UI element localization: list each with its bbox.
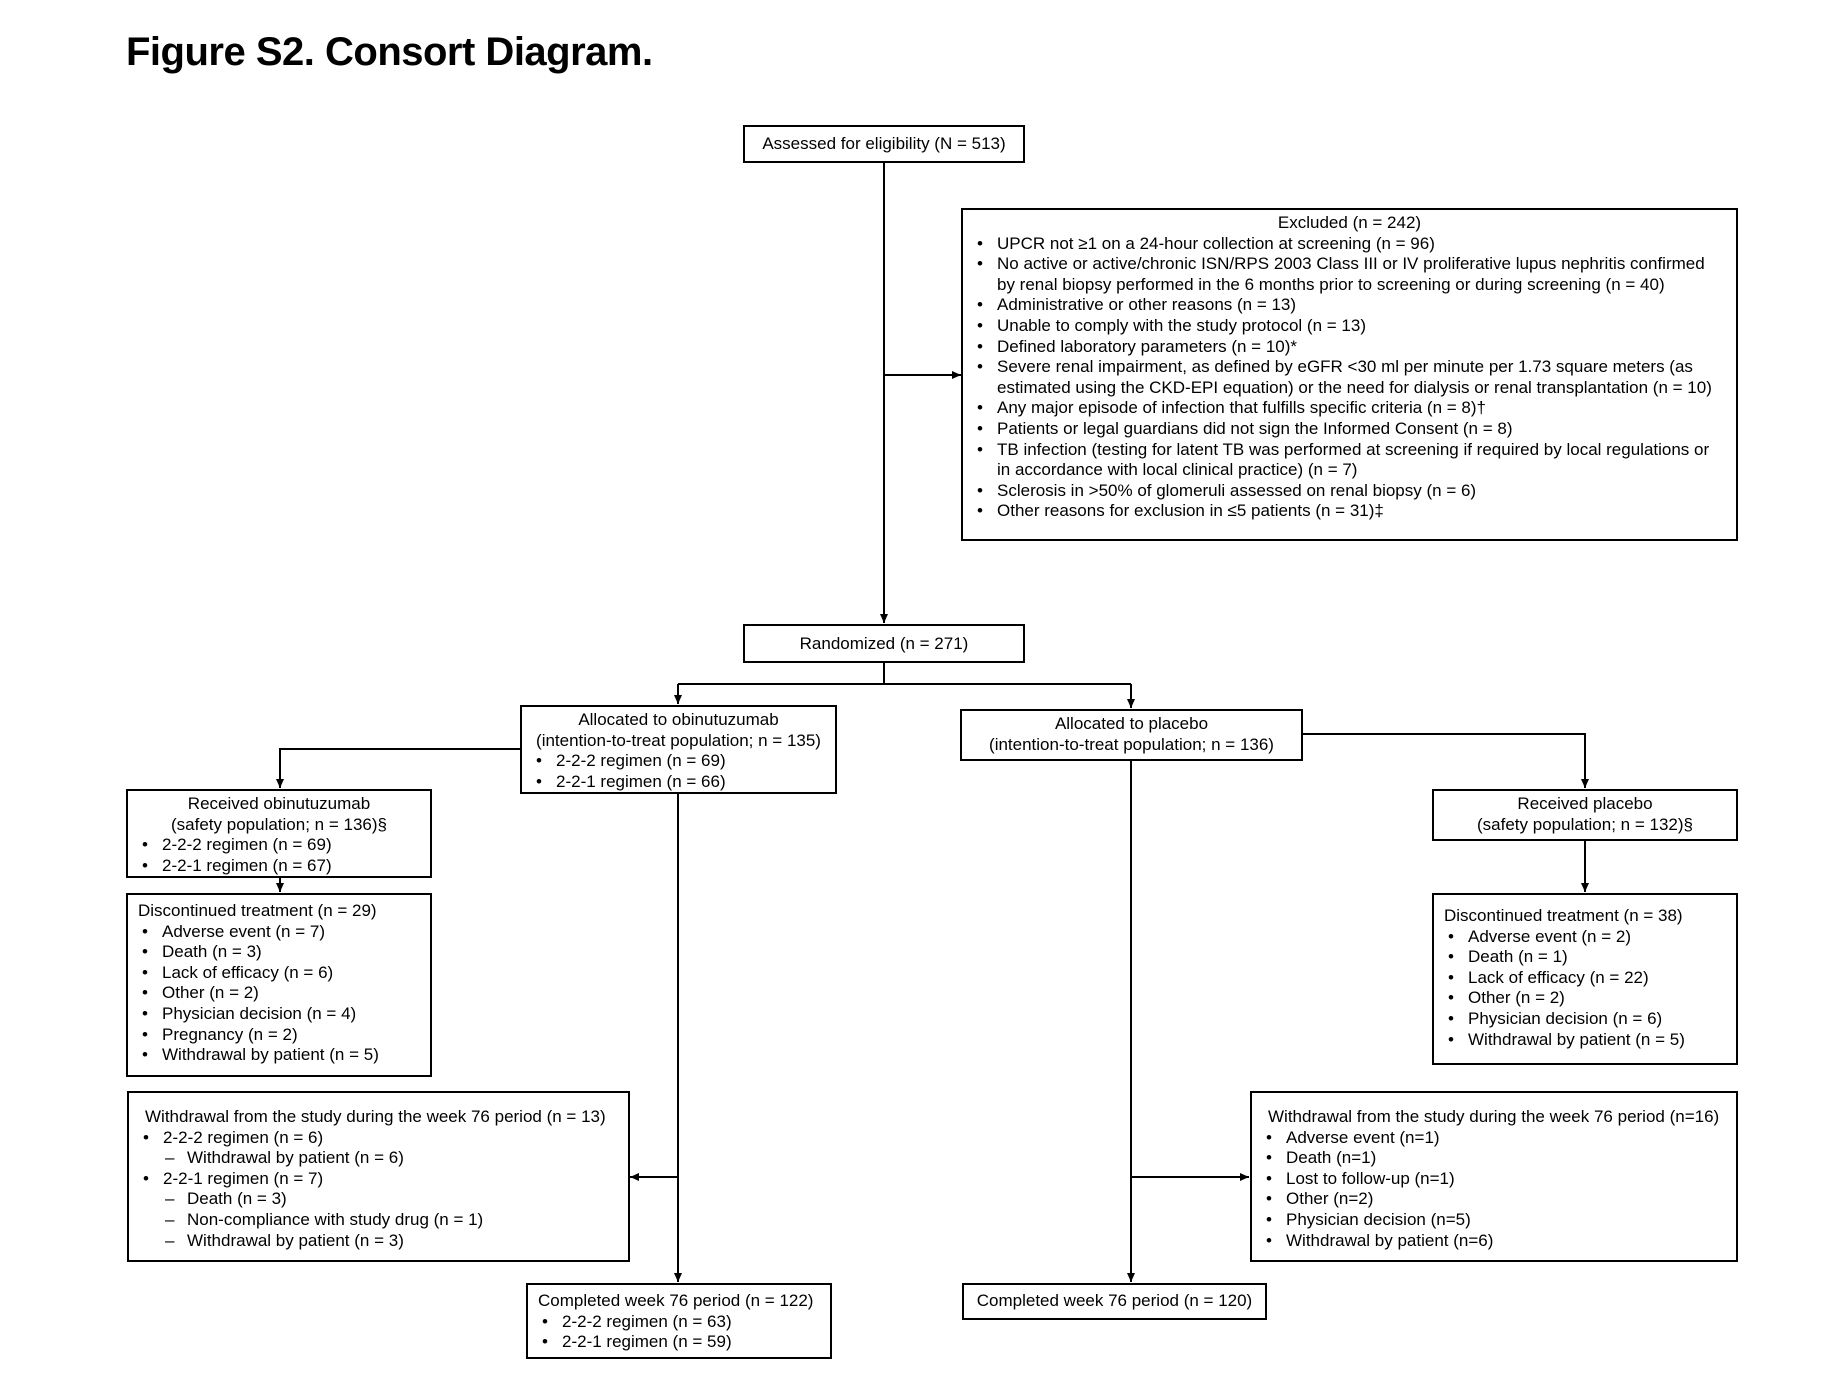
recv-pla-line: (safety population; n = 132)§ xyxy=(1477,814,1693,834)
disc-pla-list: Adverse event (n = 2) Death (n = 1) Lack… xyxy=(1444,927,1726,1051)
recv-obi-item: 2-2-1 regimen (n = 67) xyxy=(138,856,420,877)
recv-pla-line: Received placebo xyxy=(1517,794,1653,813)
allocated-placebo-box: Allocated to placebo (intention-to-treat… xyxy=(960,709,1303,761)
with-obi-subitem: Withdrawal by patient (n = 6) xyxy=(139,1148,618,1169)
with-pla-item: Withdrawal by patient (n=6) xyxy=(1262,1231,1726,1252)
disc-obi-item: Withdrawal by patient (n = 5) xyxy=(138,1045,420,1066)
disc-obi-item: Physician decision (n = 4) xyxy=(138,1004,420,1025)
with-obi-item: 2-2-2 regimen (n = 6) xyxy=(139,1128,618,1149)
excluded-item: Administrative or other reasons (n = 13) xyxy=(973,295,1726,316)
disc-obi-header: Discontinued treatment (n = 29) xyxy=(138,901,377,920)
connector-alloc-recv-obi xyxy=(276,748,520,788)
with-obi-item: 2-2-1 regimen (n = 7) xyxy=(139,1169,618,1190)
with-pla-list: Adverse event (n=1) Death (n=1) Lost to … xyxy=(1262,1128,1726,1252)
with-obi-subitem: Death (n = 3) xyxy=(139,1189,618,1210)
disc-obi-item: Pregnancy (n = 2) xyxy=(138,1025,420,1046)
discontinued-placebo-box: Discontinued treatment (n = 38) Adverse … xyxy=(1432,893,1738,1065)
recv-obi-item: 2-2-2 regimen (n = 69) xyxy=(138,835,420,856)
alloc-obi-line: Allocated to obinutuzumab xyxy=(578,710,779,729)
recv-obi-line: Received obinutuzumab xyxy=(187,794,371,813)
recv-obi-list: 2-2-2 regimen (n = 69) 2-2-1 regimen (n … xyxy=(138,835,420,876)
with-pla-item: Physician decision (n=5) xyxy=(1262,1210,1726,1231)
excluded-item: Defined laboratory parameters (n = 10)* xyxy=(973,337,1726,358)
excluded-box: Excluded (n = 242) UPCR not ≥1 on a 24-h… xyxy=(961,208,1738,541)
received-obinutuzumab-box: Received obinutuzumab (safety population… xyxy=(126,789,432,878)
comp-obi-header: Completed week 76 period (n = 122) xyxy=(538,1291,814,1310)
randomized-label: Randomized (n = 271) xyxy=(799,634,969,653)
figure-title: Figure S2. Consort Diagram. xyxy=(126,30,653,74)
with-obi-header: Withdrawal from the study during the wee… xyxy=(145,1107,606,1126)
completed-placebo-box: Completed week 76 period (n = 120) xyxy=(962,1283,1267,1320)
alloc-obi-line: (intention-to-treat population; n = 135) xyxy=(536,730,821,750)
recv-obi-line: (safety population; n = 136)§ xyxy=(171,814,387,834)
received-placebo-box: Received placebo (safety population; n =… xyxy=(1432,789,1738,841)
disc-pla-item: Withdrawal by patient (n = 5) xyxy=(1444,1030,1726,1051)
alloc-obi-list: 2-2-2 regimen (n = 69) 2-2-1 regimen (n … xyxy=(532,751,825,792)
excluded-item: Patients or legal guardians did not sign… xyxy=(973,419,1726,440)
disc-pla-item: Physician decision (n = 6) xyxy=(1444,1009,1726,1030)
excluded-item: Sclerosis in >50% of glomeruli assessed … xyxy=(973,481,1726,502)
disc-pla-header: Discontinued treatment (n = 38) xyxy=(1444,906,1683,925)
withdrawal-obinutuzumab-box: Withdrawal from the study during the wee… xyxy=(127,1091,630,1262)
disc-pla-item: Death (n = 1) xyxy=(1444,947,1726,968)
disc-obi-item: Other (n = 2) xyxy=(138,983,420,1004)
allocated-obinutuzumab-box: Allocated to obinutuzumab (intention-to-… xyxy=(520,705,837,794)
excluded-header: Excluded (n = 242) xyxy=(1277,213,1422,232)
excluded-item: TB infection (testing for latent TB was … xyxy=(973,440,1726,481)
disc-obi-list: Adverse event (n = 7) Death (n = 3) Lack… xyxy=(138,922,420,1066)
connector-alloc-recv-pla xyxy=(1302,733,1589,788)
excluded-item: No active or active/chronic ISN/RPS 2003… xyxy=(973,254,1726,295)
alloc-pla-line: (intention-to-treat population; n = 136) xyxy=(989,734,1274,754)
comp-pla-label: Completed week 76 period (n = 120) xyxy=(976,1291,1253,1310)
alloc-pla-line: Allocated to placebo xyxy=(1054,714,1209,733)
comp-obi-item: 2-2-1 regimen (n = 59) xyxy=(538,1332,820,1353)
with-pla-item: Other (n=2) xyxy=(1262,1189,1726,1210)
alloc-obi-item: 2-2-1 regimen (n = 66) xyxy=(532,772,825,793)
with-pla-item: Lost to follow-up (n=1) xyxy=(1262,1169,1726,1190)
discontinued-obinutuzumab-box: Discontinued treatment (n = 29) Adverse … xyxy=(126,893,432,1077)
disc-pla-item: Other (n = 2) xyxy=(1444,988,1726,1009)
disc-pla-item: Adverse event (n = 2) xyxy=(1444,927,1726,948)
withdrawal-placebo-box: Withdrawal from the study during the wee… xyxy=(1250,1091,1738,1262)
assessed-label: Assessed for eligibility (N = 513) xyxy=(762,134,1006,153)
with-obi-list: 2-2-2 regimen (n = 6) Withdrawal by pati… xyxy=(139,1128,618,1252)
with-pla-item: Death (n=1) xyxy=(1262,1148,1726,1169)
disc-pla-item: Lack of efficacy (n = 22) xyxy=(1444,968,1726,989)
with-pla-header: Withdrawal from the study during the wee… xyxy=(1268,1107,1720,1126)
excluded-item: Unable to comply with the study protocol… xyxy=(973,316,1726,337)
with-obi-subitem: Withdrawal by patient (n = 3) xyxy=(139,1231,618,1252)
assessed-box: Assessed for eligibility (N = 513) xyxy=(743,125,1025,163)
completed-obinutuzumab-box: Completed week 76 period (n = 122) 2-2-2… xyxy=(526,1283,832,1359)
comp-obi-list: 2-2-2 regimen (n = 63) 2-2-1 regimen (n … xyxy=(538,1312,820,1353)
with-obi-subitem: Non-compliance with study drug (n = 1) xyxy=(139,1210,618,1231)
disc-obi-item: Adverse event (n = 7) xyxy=(138,922,420,943)
excluded-item: Other reasons for exclusion in ≤5 patien… xyxy=(973,501,1726,522)
randomized-box: Randomized (n = 271) xyxy=(743,624,1025,663)
with-pla-item: Adverse event (n=1) xyxy=(1262,1128,1726,1149)
disc-obi-item: Lack of efficacy (n = 6) xyxy=(138,963,420,984)
excluded-item: Severe renal impairment, as defined by e… xyxy=(973,357,1726,398)
excluded-item: UPCR not ≥1 on a 24-hour collection at s… xyxy=(973,234,1726,255)
excluded-list: UPCR not ≥1 on a 24-hour collection at s… xyxy=(973,234,1726,522)
excluded-item: Any major episode of infection that fulf… xyxy=(973,398,1726,419)
disc-obi-item: Death (n = 3) xyxy=(138,942,420,963)
comp-obi-item: 2-2-2 regimen (n = 63) xyxy=(538,1312,820,1333)
alloc-obi-item: 2-2-2 regimen (n = 69) xyxy=(532,751,825,772)
